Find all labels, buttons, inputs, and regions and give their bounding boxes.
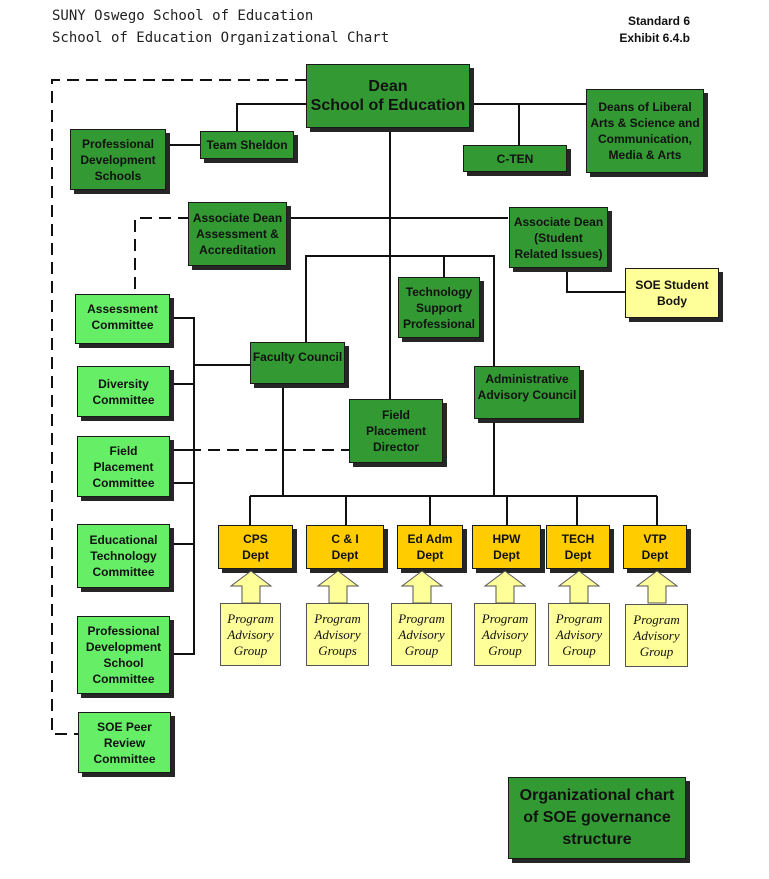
up-arrow-icon [229,570,272,604]
department-box: HPW Dept [472,525,541,569]
field-placement-director-box: Field Placement Director [349,399,443,463]
administrative-advisory-council-box: Administrative Advisory Council [474,366,580,419]
professional-development-schools-box: Professional Development Schools [70,129,166,190]
up-arrow-icon [635,570,678,604]
associate-dean-student-box: Associate Dean (Student Related Issues) [509,207,608,268]
line-student-body [566,268,626,293]
up-arrow-icon [400,570,443,604]
diversity-committee-box: Diversity Committee [77,366,170,417]
exhibit-label: Exhibit 6.4.b [619,31,690,45]
line-dean-team-sheldon [236,103,307,132]
up-arrow-icon [557,570,601,604]
program-advisory-group-box: Program Advisory Group [220,603,281,666]
program-advisory-group-box: Program Advisory Group [625,604,688,667]
soe-student-body-box: SOE Student Body [625,268,719,318]
chart-caption-box: Organizational chart of SOE governance s… [508,777,686,859]
department-box: CPS Dept [218,525,293,569]
program-advisory-group-box: Program Advisory Group [474,603,536,666]
c-ten-box: C-TEN [463,145,567,172]
dashed-assoc-assessment [134,217,190,296]
department-box: C & I Dept [306,525,384,569]
program-advisory-group-box: Program Advisory Group [548,603,610,666]
department-box: Ed Adm Dept [397,525,463,569]
standard-label: Standard 6 [627,14,690,28]
program-advisory-group-box: Program Advisory Group [391,603,452,666]
line-committee-bus [170,317,195,655]
educational-technology-committee-box: Educational Technology Committee [77,524,170,588]
up-arrow-icon [483,570,527,604]
team-sheldon-box: Team Sheldon [200,131,294,159]
department-box: VTP Dept [623,525,687,569]
associate-dean-assessment-box: Associate Dean Assessment & Accreditatio… [188,202,287,266]
up-arrow-icon [316,570,359,604]
field-placement-committee-box: Field Placement Committee [77,436,170,497]
dashed-dean-peer-review [51,79,307,735]
header-title-line2: School of Education Organizational Chart [52,30,390,46]
department-box: TECH Dept [546,525,610,569]
soe-peer-review-committee-box: SOE Peer Review Committee [78,712,171,773]
header-title-line1: SUNY Oswego School of Education [52,8,314,24]
technology-support-box: Technology Support Professional [398,277,480,338]
faculty-council-box: Faculty Council [250,342,345,384]
professional-development-school-committee-box: Professional Development School Committe… [77,616,170,694]
assessment-committee-box: Assessment Committee [75,294,170,344]
deans-liberal-arts-box: Deans of Liberal Arts & Science and Comm… [586,89,704,173]
line-middle-branch [305,255,495,368]
program-advisory-group-box: Program Advisory Groups [306,603,369,666]
dean-box: Dean School of Education [306,64,470,128]
